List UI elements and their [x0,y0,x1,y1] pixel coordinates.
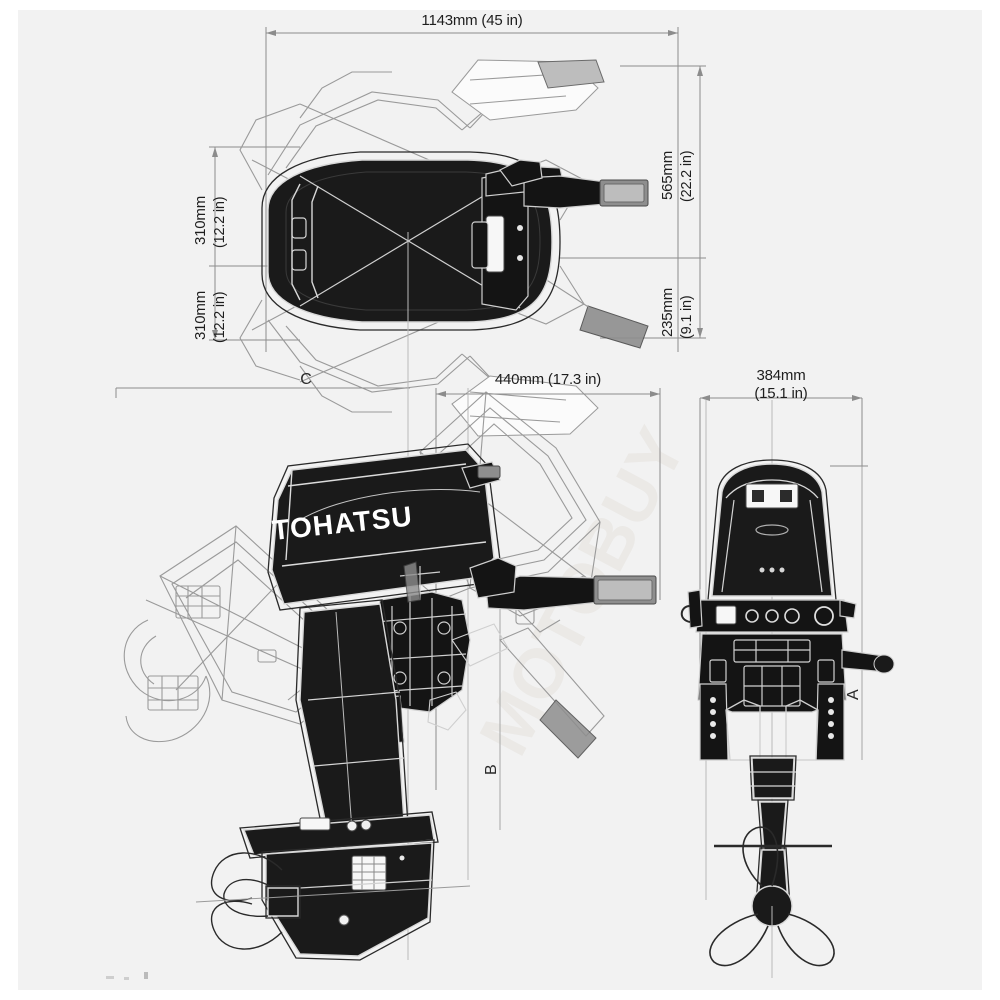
top-view-tiller-up [451,59,605,121]
dim-top-left-upper-in: (12.2 in) [212,197,228,248]
side-view-tiller [469,557,657,759]
side-view-lower-unit [195,811,471,961]
dim-top-width-label: 1143mm (45 in) [421,12,522,29]
top-view: 1143mm (45 in) 310mm (12.2 in) 310mm (12… [115,12,706,437]
dim-c: C [115,371,410,398]
dim-b: B [483,600,501,830]
side-view-cowling: TOHATSU [267,443,501,611]
dim-c-label: C [300,371,312,388]
dim-top-right-lower-in: (9.1 in) [679,295,695,339]
dim-top-right-upper-in: (22.2 in) [679,151,695,202]
dim-front-width-in: (15.1 in) [754,385,807,402]
front-view-lower-unit [709,755,835,978]
dim-a: A [830,465,868,760]
top-view-main-tiller [499,159,649,209]
dim-top-left-upper-mm: 310mm [192,196,209,245]
dim-top-left-lower-mm: 310mm [192,291,209,340]
dim-a-label: A [845,689,862,700]
side-view-propeller [195,852,471,950]
dim-top-left: 310mm (12.2 in) 310mm (12.2 in) [192,146,300,343]
front-view-propeller [709,826,835,967]
dim-top-width: 1143mm (45 in) [265,12,679,352]
front-view-cowling [707,459,837,601]
side-view: 440mm (17.3 in) B [123,232,661,961]
top-view-tiller-down [451,249,649,437]
dim-top-left-lower-in: (12.2 in) [212,292,228,343]
dim-top-right-lower-mm: 235mm [659,288,676,337]
front-view: 384mm (15.1 in) A [680,367,895,978]
dim-b-label: B [483,764,500,775]
dim-top-right: 565mm (22.2 in) 235mm (9.1 in) [560,65,706,339]
front-view-bracket [680,589,895,761]
dim-side-width-label: 440mm (17.3 in) [495,371,601,388]
dim-front-width-mm: 384mm [756,367,805,384]
bottom-artifacts [106,972,148,980]
dim-top-right-upper-mm: 565mm [659,151,676,200]
